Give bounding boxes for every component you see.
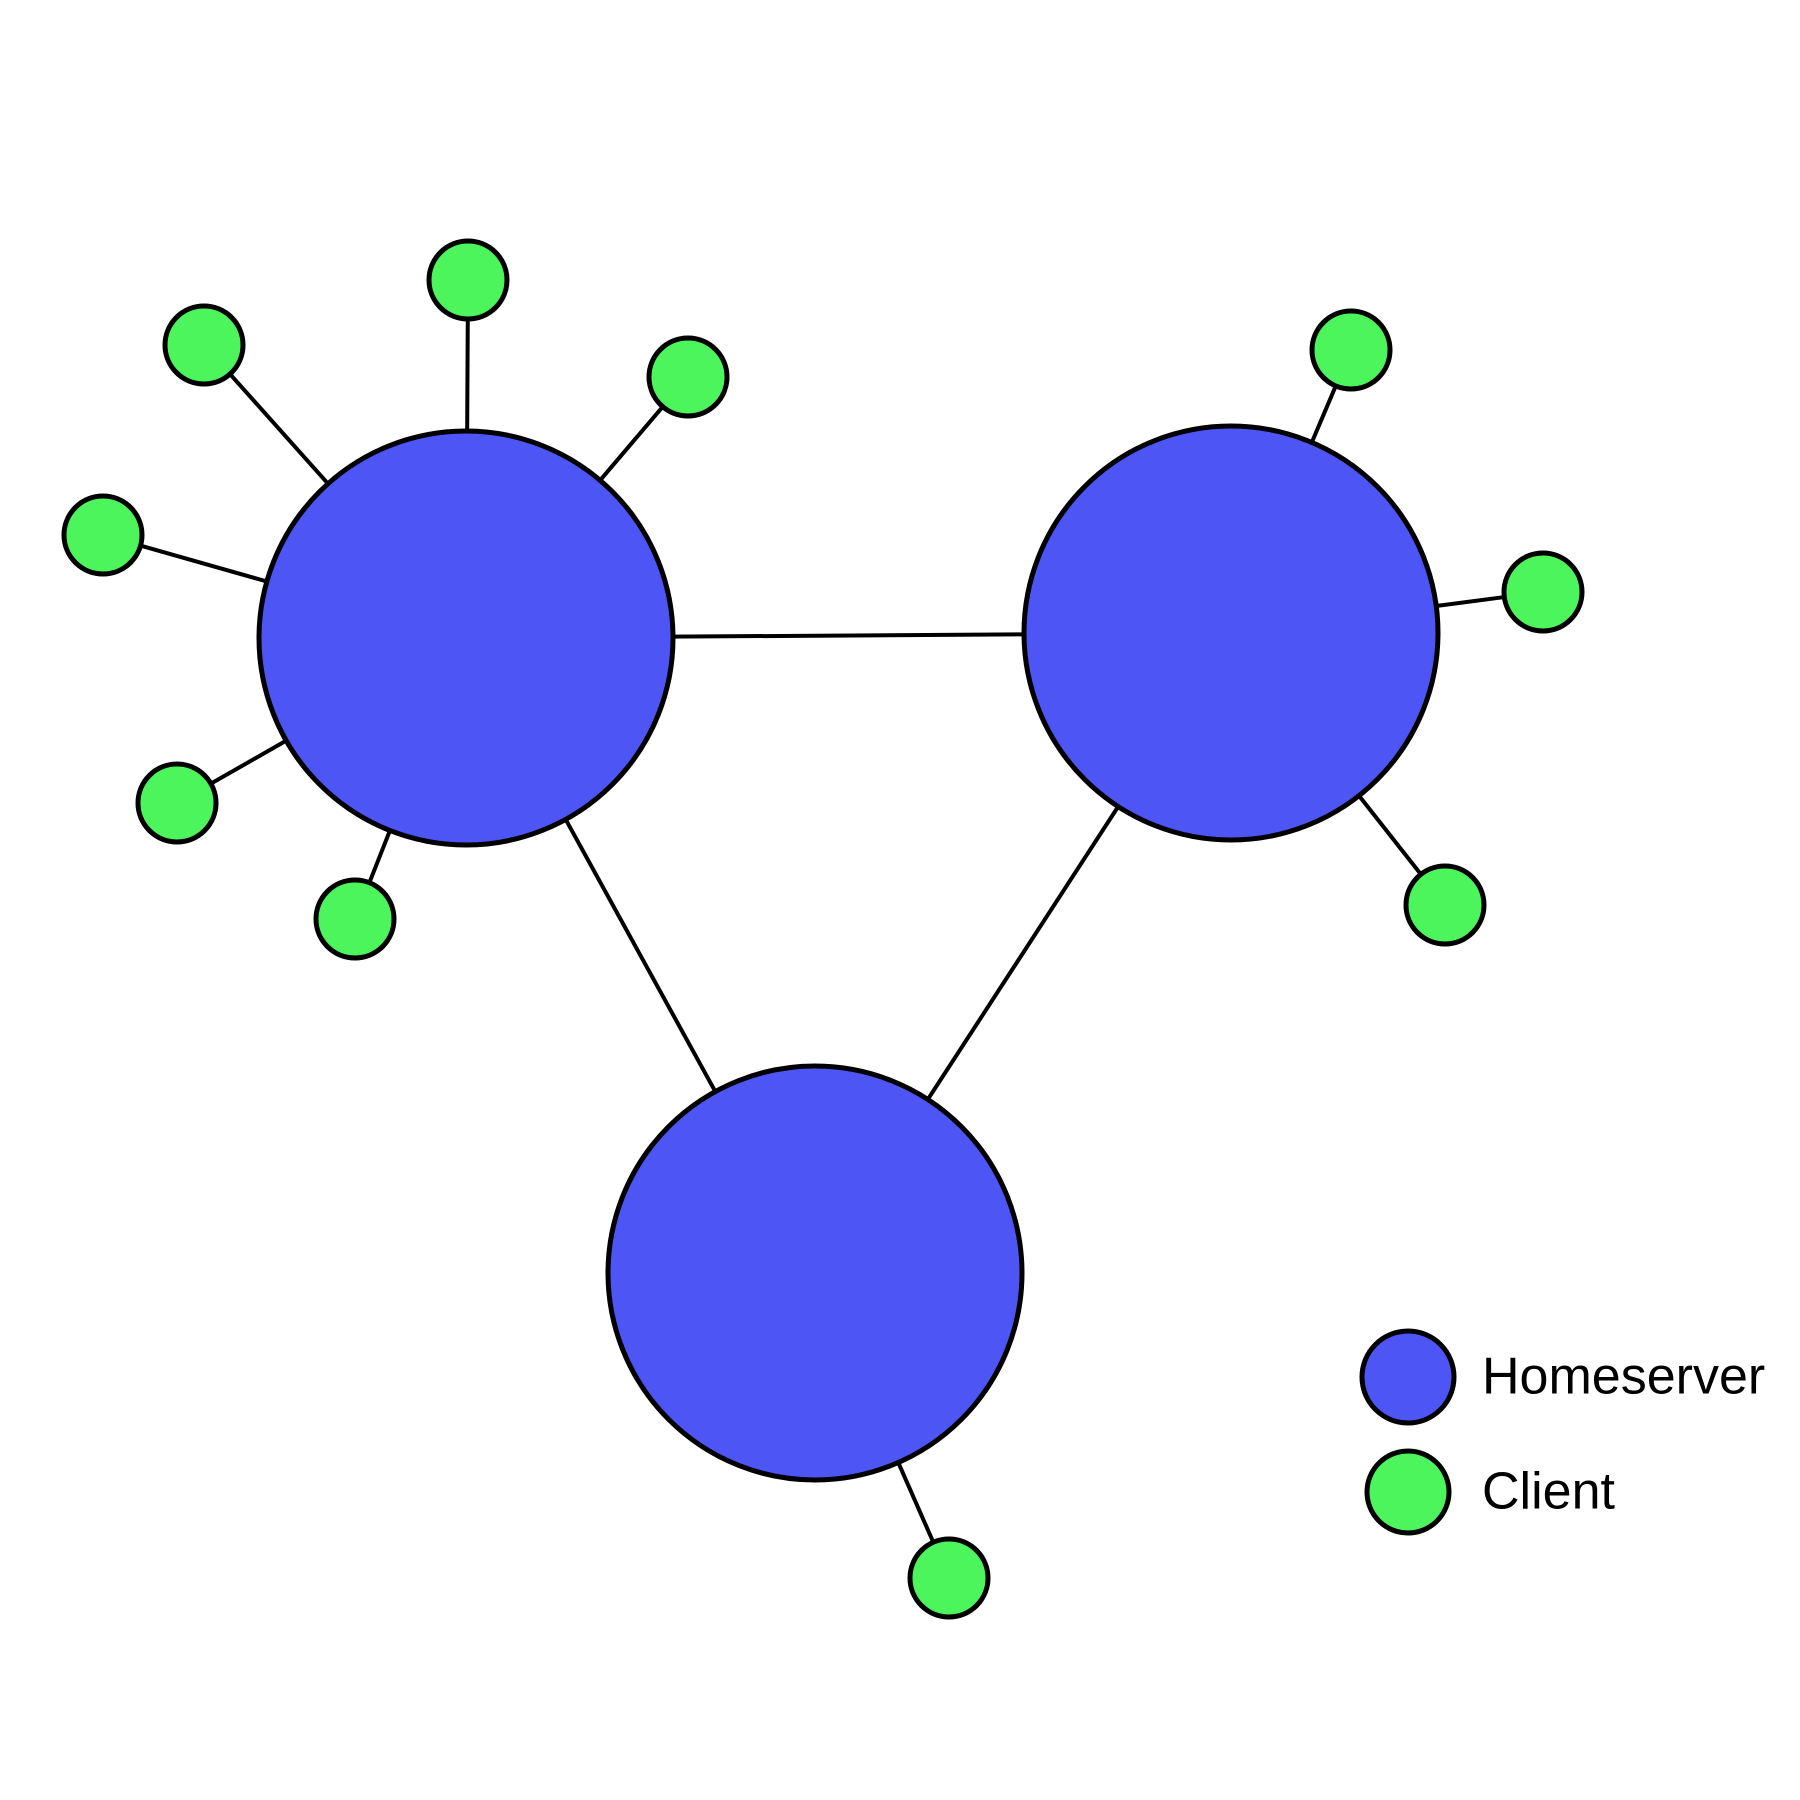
graph-edge bbox=[138, 543, 270, 584]
graph-edge bbox=[465, 316, 470, 434]
client-node[interactable] bbox=[646, 335, 730, 419]
homeserver-node[interactable] bbox=[1021, 423, 1441, 843]
client-node[interactable] bbox=[1501, 550, 1585, 634]
client-node[interactable] bbox=[135, 761, 219, 845]
graph-edge bbox=[366, 827, 393, 886]
client-node[interactable] bbox=[162, 303, 246, 387]
graph-edge bbox=[895, 1459, 936, 1545]
legend-label-client: Client bbox=[1482, 1463, 1615, 1521]
graph-edge bbox=[925, 803, 1121, 1103]
graph-edge bbox=[208, 737, 289, 787]
client-node[interactable] bbox=[907, 1536, 991, 1620]
graph-edge bbox=[562, 816, 719, 1095]
client-node[interactable] bbox=[1403, 863, 1487, 947]
homeserver-node[interactable] bbox=[256, 428, 676, 848]
legend-swatch-client bbox=[1364, 1448, 1452, 1536]
legend-label-homeserver: Homeserver bbox=[1482, 1348, 1765, 1406]
node-layer bbox=[61, 238, 1585, 1620]
graph-edge bbox=[1433, 594, 1507, 609]
client-node[interactable] bbox=[1309, 308, 1393, 392]
client-node[interactable] bbox=[61, 493, 145, 577]
edge-layer bbox=[138, 316, 1507, 1545]
legend-swatch-homeserver bbox=[1359, 1328, 1457, 1426]
graph-edge bbox=[227, 371, 331, 487]
client-node[interactable] bbox=[426, 238, 510, 322]
graph-edge bbox=[670, 632, 1027, 639]
client-node[interactable] bbox=[313, 877, 397, 961]
graph-edge bbox=[597, 403, 666, 484]
homeserver-node[interactable] bbox=[605, 1063, 1025, 1483]
graph-edge bbox=[1356, 792, 1424, 878]
graph-edge bbox=[1309, 383, 1339, 446]
